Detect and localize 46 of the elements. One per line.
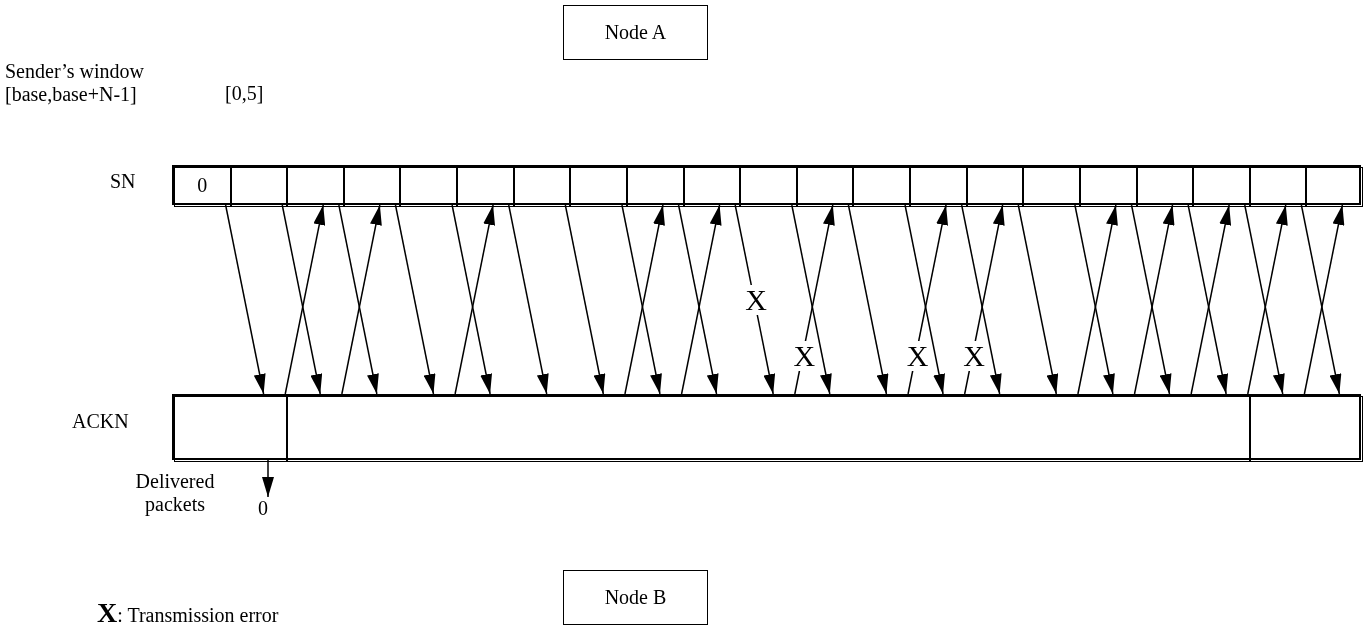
arrow xyxy=(262,459,274,498)
error-mark: X xyxy=(962,341,986,372)
arrow xyxy=(224,204,266,395)
error-mark: X xyxy=(744,284,768,315)
slot-cell xyxy=(287,167,344,207)
legend-note: X: Transmission error xyxy=(97,597,279,630)
slot-cell xyxy=(966,167,1024,207)
arrow xyxy=(564,204,606,395)
node-box: Node B xyxy=(563,570,708,625)
error-mark: X xyxy=(905,341,930,372)
slot-cell xyxy=(626,167,684,207)
slot-cell xyxy=(343,167,401,207)
arrow xyxy=(507,204,549,395)
slot-cell xyxy=(1249,167,1307,207)
slot-cell xyxy=(287,396,1250,462)
slot-cell xyxy=(1249,396,1363,462)
slot-cell xyxy=(740,167,797,207)
slot-cell xyxy=(570,167,627,207)
sequence-number-row xyxy=(172,165,1361,205)
slot-cell xyxy=(230,167,288,207)
slot-cell: 0 xyxy=(174,167,231,207)
acknowledgement-row xyxy=(172,394,1361,460)
slot-cell xyxy=(1136,167,1194,207)
arrow xyxy=(847,204,889,395)
slot-cell xyxy=(513,167,571,207)
packet-number: 0 xyxy=(258,497,278,525)
slot-cell xyxy=(1023,167,1080,207)
slot-cell xyxy=(174,396,288,462)
slot-cell xyxy=(1193,167,1250,207)
slot-cell xyxy=(796,167,854,207)
slot-cell xyxy=(683,167,741,207)
node-box: Node A xyxy=(563,5,708,60)
slot-cell xyxy=(400,167,458,207)
row-label: SN xyxy=(110,170,136,193)
slot-cell xyxy=(1079,167,1137,207)
arrow xyxy=(1017,204,1059,395)
slot-cell xyxy=(1306,167,1363,207)
window-range: [0,5] xyxy=(225,82,264,105)
caption-text: Delivered packets xyxy=(134,470,216,516)
slot-cell xyxy=(910,167,967,207)
window-note: Sender’s window [base,base+N-1] xyxy=(5,60,146,106)
row-label: ACKN xyxy=(72,410,129,433)
error-mark: X xyxy=(792,341,817,372)
arrow xyxy=(394,204,436,395)
slot-cell xyxy=(457,167,514,207)
slot-cell xyxy=(853,167,911,207)
